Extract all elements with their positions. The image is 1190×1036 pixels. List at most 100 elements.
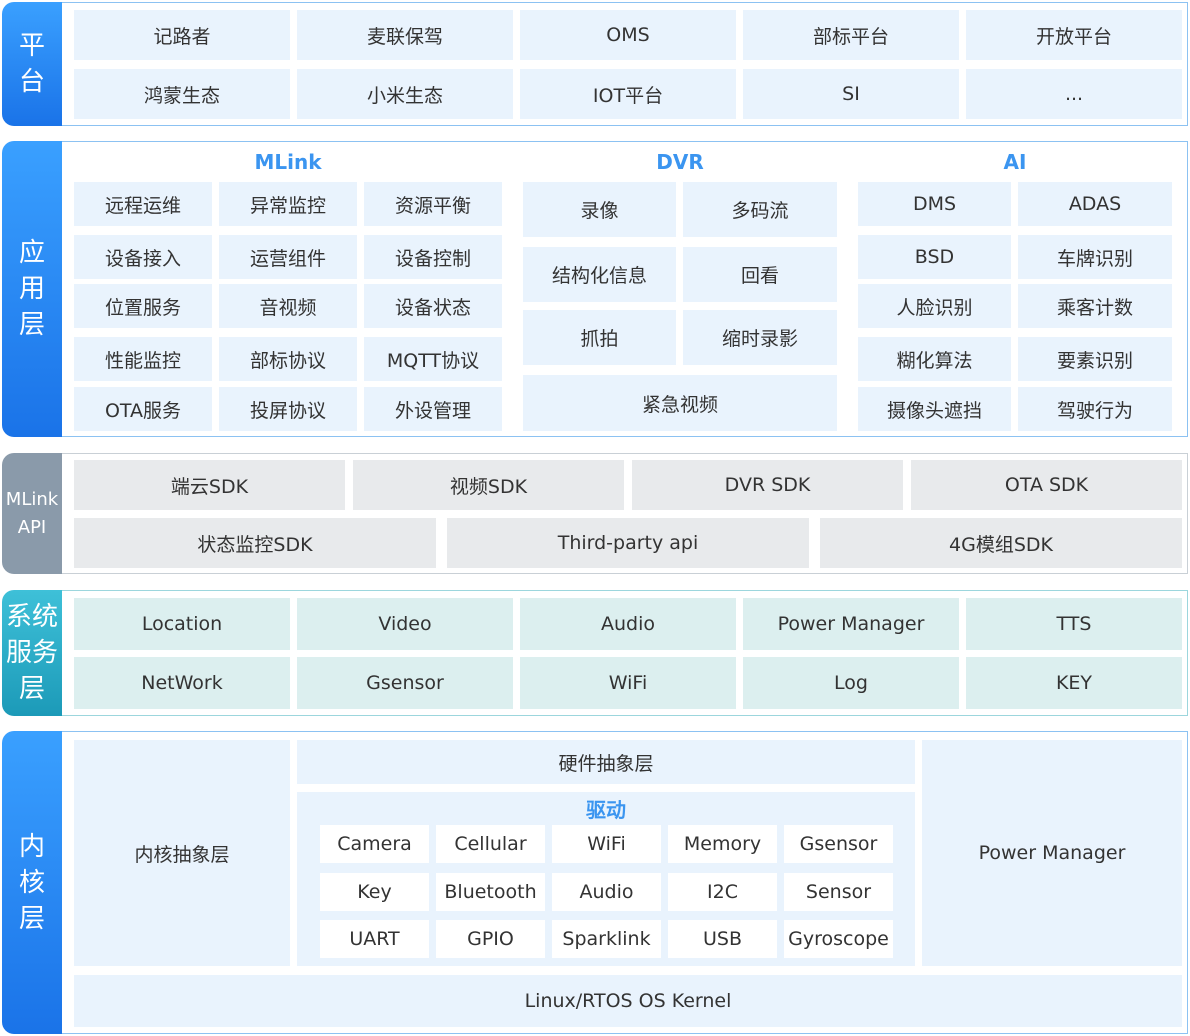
dvr-item: 抓拍 <box>523 310 676 365</box>
platform-frame: 记路者 麦联保驾 OMS 部标平台 开放平台 鸿蒙生态 小米生态 IOT平台 S… <box>62 2 1188 126</box>
mlink-item: 设备控制 <box>364 235 502 279</box>
dvr-item-wide: 紧急视频 <box>523 375 837 431</box>
driver-item: UART <box>320 920 429 958</box>
platform-item: 记路者 <box>74 10 290 60</box>
mlink-item: 性能监控 <box>74 337 212 381</box>
api-layer-label: MLink API <box>2 453 62 574</box>
platform-item: 鸿蒙生态 <box>74 69 290 119</box>
application-label-text: 应用层 <box>18 238 45 340</box>
platform-item: SI <box>743 69 959 119</box>
dvr-item: 缩时录影 <box>683 310 837 365</box>
api-layer: MLink API 端云SDK 视频SDK DVR SDK OTA SDK 状态… <box>2 453 1188 574</box>
platform-item: ... <box>966 69 1182 119</box>
mlink-item: OTA服务 <box>74 387 212 431</box>
ai-item: 要素识别 <box>1018 337 1172 381</box>
dvr-item: 录像 <box>523 182 676 237</box>
dvr-item: 回看 <box>683 247 837 302</box>
service-item: Location <box>74 598 290 650</box>
mlink-item: 设备接入 <box>74 235 212 279</box>
services-label-text: 系统服务层 <box>5 602 58 704</box>
platform-item: OMS <box>520 10 736 60</box>
service-item: Video <box>297 598 513 650</box>
services-layer: 系统服务层 Location Video Audio Power Manager… <box>2 590 1188 716</box>
mlink-item: 运营组件 <box>219 235 357 279</box>
service-item: WiFi <box>520 657 736 709</box>
application-layer-label: 应用层 <box>2 141 62 437</box>
driver-item: Cellular <box>436 825 545 863</box>
driver-item: Gsensor <box>784 825 893 863</box>
mlink-item: 资源平衡 <box>364 182 502 226</box>
dvr-item: 结构化信息 <box>523 247 676 302</box>
platform-label-text: 平台 <box>18 31 45 97</box>
platform-item: 麦联保驾 <box>297 10 513 60</box>
sdk-item: OTA SDK <box>911 460 1182 510</box>
power-manager-box: Power Manager <box>922 740 1182 966</box>
mlink-item: 设备状态 <box>364 284 502 328</box>
application-frame: MLink 远程运维 异常监控 资源平衡 设备接入 运营组件 设备控制 位置服务… <box>62 141 1188 437</box>
sdk-item: 状态监控SDK <box>74 518 436 568</box>
platform-item: 小米生态 <box>297 69 513 119</box>
service-item: Log <box>743 657 959 709</box>
api-frame: 端云SDK 视频SDK DVR SDK OTA SDK 状态监控SDK Thir… <box>62 453 1188 574</box>
ai-item: 人脸识别 <box>858 284 1011 328</box>
service-item: Power Manager <box>743 598 959 650</box>
mlink-item: 远程运维 <box>74 182 212 226</box>
hardware-abstraction-layer: 硬件抽象层 <box>297 740 915 784</box>
mlink-item: 投屏协议 <box>219 387 357 431</box>
kernel-layer: 内核层 内核抽象层 硬件抽象层 驱动 Camera Cellular WiFi … <box>2 731 1188 1034</box>
sdk-item: 视频SDK <box>353 460 624 510</box>
services-layer-label: 系统服务层 <box>2 590 62 716</box>
api-label-line1: MLink <box>5 488 59 510</box>
ai-item: ADAS <box>1018 182 1172 226</box>
mlink-item: 异常监控 <box>219 182 357 226</box>
driver-item: GPIO <box>436 920 545 958</box>
api-label-line2: API <box>17 516 47 538</box>
ai-item: 糊化算法 <box>858 337 1011 381</box>
platform-layer-label: 平台 <box>2 2 62 126</box>
driver-title: 驱动 <box>586 798 626 822</box>
ai-item: BSD <box>858 235 1011 279</box>
driver-item: WiFi <box>552 825 661 863</box>
service-item: KEY <box>966 657 1182 709</box>
driver-item: Audio <box>552 873 661 911</box>
ai-item: 乘客计数 <box>1018 284 1172 328</box>
api-label-text: MLink API <box>6 486 58 542</box>
mlink-item: 音视频 <box>219 284 357 328</box>
driver-item: Sparklink <box>552 920 661 958</box>
mlink-item: 位置服务 <box>74 284 212 328</box>
mlink-item: 外设管理 <box>364 387 502 431</box>
kernel-abstraction-layer: 内核抽象层 <box>74 740 290 966</box>
ai-item: 摄像头遮挡 <box>858 387 1011 431</box>
platform-item: 开放平台 <box>966 10 1182 60</box>
sdk-item: Third-party api <box>447 518 809 568</box>
ai-item: 驾驶行为 <box>1018 387 1172 431</box>
service-item: NetWork <box>74 657 290 709</box>
platform-item: 部标平台 <box>743 10 959 60</box>
ai-item: DMS <box>858 182 1011 226</box>
driver-panel: 驱动 Camera Cellular WiFi Memory Gsensor K… <box>297 792 915 966</box>
platform-item: IOT平台 <box>520 69 736 119</box>
mlink-item: 部标协议 <box>219 337 357 381</box>
kernel-frame: 内核抽象层 硬件抽象层 驱动 Camera Cellular WiFi Memo… <box>62 731 1188 1034</box>
driver-item: Sensor <box>784 873 893 911</box>
service-item: TTS <box>966 598 1182 650</box>
driver-item: Key <box>320 873 429 911</box>
services-frame: Location Video Audio Power Manager TTS N… <box>62 590 1188 716</box>
kernel-layer-label: 内核层 <box>2 731 62 1034</box>
dvr-title: DVR <box>656 150 704 174</box>
driver-item: USB <box>668 920 777 958</box>
dvr-item: 多码流 <box>683 182 837 237</box>
sdk-item: 4G模组SDK <box>820 518 1182 568</box>
sdk-item: DVR SDK <box>632 460 903 510</box>
driver-item: Bluetooth <box>436 873 545 911</box>
service-item: Gsensor <box>297 657 513 709</box>
driver-item: Memory <box>668 825 777 863</box>
ai-item: 车牌识别 <box>1018 235 1172 279</box>
driver-item: Camera <box>320 825 429 863</box>
mlink-item: MQTT协议 <box>364 337 502 381</box>
platform-layer: 平台 记路者 麦联保驾 OMS 部标平台 开放平台 鸿蒙生态 小米生态 IOT平… <box>2 2 1188 126</box>
os-kernel-box: Linux/RTOS OS Kernel <box>74 975 1182 1027</box>
kernel-label-text: 内核层 <box>18 831 45 934</box>
application-layer: 应用层 MLink 远程运维 异常监控 资源平衡 设备接入 运营组件 设备控制 … <box>2 141 1188 437</box>
driver-item: I2C <box>668 873 777 911</box>
